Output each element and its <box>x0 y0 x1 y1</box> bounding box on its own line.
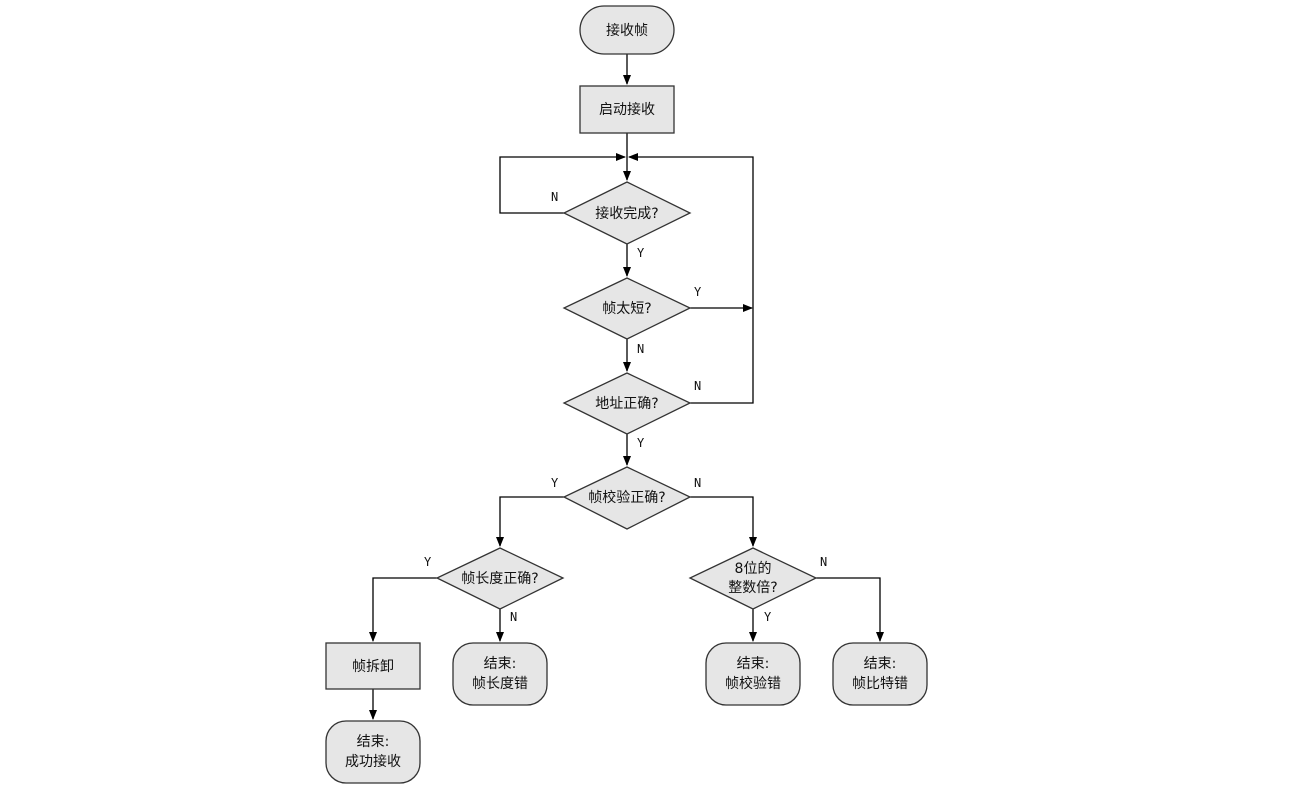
node-start: 接收帧 <box>579 5 675 55</box>
terminator-end-len-error-label-1: 结束: <box>484 656 517 672</box>
node-start-receive-label: 启动接收 <box>599 101 655 118</box>
decision-frame-too-short-label: 帧太短? <box>602 301 651 317</box>
decision-frame-check-ok-label: 帧校验正确? <box>588 489 665 506</box>
branch-labels: N Y Y N N Y Y N Y N N Y <box>424 190 827 624</box>
label-check-yes: Y <box>551 476 559 490</box>
decision-multiple-of-8-label-1: 8位的 <box>735 561 772 577</box>
terminator-end-len-error: 结束: 帧长度错 <box>452 642 548 706</box>
decision-multiple-of-8: 8位的 整数倍? <box>688 547 818 610</box>
terminator-end-success-label-1: 结束: <box>357 734 390 750</box>
edge-mult8-no <box>816 577 884 642</box>
terminator-end-check-error-label-1: 结束: <box>737 656 770 672</box>
label-mult8-yes: Y <box>764 610 772 624</box>
terminator-end-success-label-2: 成功接收 <box>345 753 401 770</box>
decision-multiple-of-8-label-2: 整数倍? <box>728 580 777 596</box>
decision-recv-done-label: 接收完成? <box>595 205 658 222</box>
terminator-end-success: 结束: 成功接收 <box>325 720 421 784</box>
node-start-receive: 启动接收 <box>579 85 675 134</box>
decision-frame-len-ok: 帧长度正确? <box>435 547 565 610</box>
decision-address-ok-label: 地址正确? <box>595 396 658 412</box>
decision-address-ok: 地址正确? <box>562 372 692 435</box>
decision-frame-len-ok-label: 帧长度正确? <box>461 571 538 587</box>
decision-frame-check-ok: 帧校验正确? <box>562 466 692 530</box>
terminator-end-bit-error: 结束: 帧比特错 <box>832 642 928 706</box>
edge-len-yes <box>369 577 437 642</box>
decision-recv-done: 接收完成? <box>562 181 692 245</box>
label-mult8-no: N <box>820 555 827 569</box>
terminator-end-check-error-label-2: 帧校验错 <box>725 675 781 692</box>
edge-address-no-loop <box>628 153 754 404</box>
terminator-end-check-error: 结束: 帧校验错 <box>705 642 801 706</box>
terminator-end-bit-error-label-2: 帧比特错 <box>852 676 908 692</box>
terminator-end-len-error-label-2: 帧长度错 <box>472 676 528 692</box>
edge-recv-done-no-loop <box>499 153 626 214</box>
edge-check-yes <box>496 496 564 547</box>
label-too-short-yes: Y <box>694 285 702 299</box>
label-recv-done-yes: Y <box>637 246 645 260</box>
label-too-short-no: N <box>637 342 644 356</box>
node-unpack-frame-label: 帧拆卸 <box>352 659 394 675</box>
label-check-no: N <box>694 476 701 490</box>
label-recv-done-no: N <box>551 190 558 204</box>
connectors <box>369 54 884 720</box>
label-address-yes: Y <box>637 436 645 450</box>
terminator-end-bit-error-label-1: 结束: <box>864 656 897 672</box>
decision-frame-too-short: 帧太短? <box>562 277 692 340</box>
label-address-no: N <box>694 379 701 393</box>
node-start-label: 接收帧 <box>606 22 648 39</box>
edge-check-no <box>690 496 757 547</box>
node-unpack-frame: 帧拆卸 <box>325 642 421 690</box>
label-len-yes: Y <box>424 555 432 569</box>
label-len-no: N <box>510 610 517 624</box>
